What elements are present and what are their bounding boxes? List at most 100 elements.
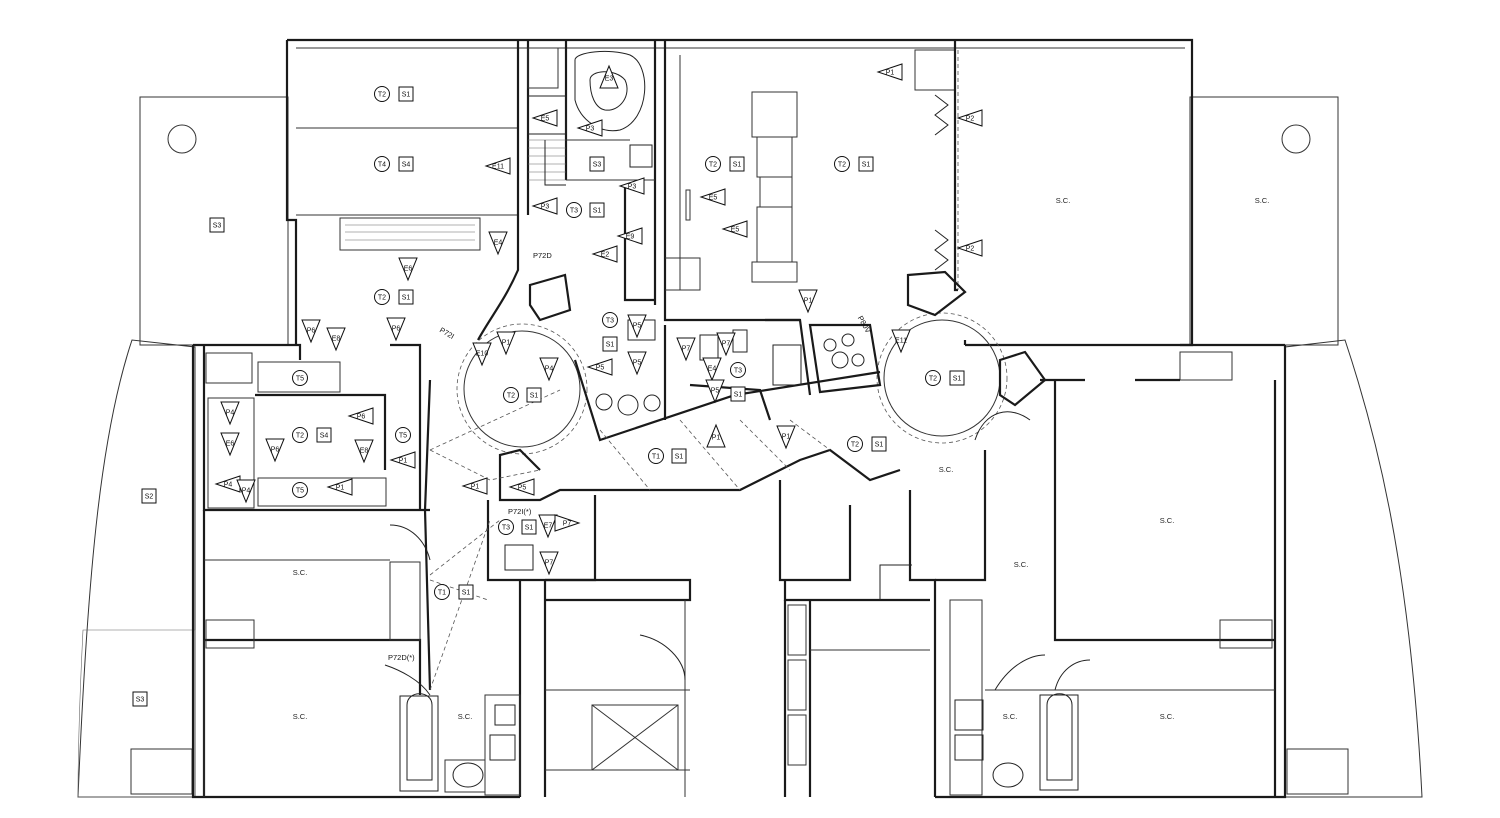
triangle-tag: E8	[354, 439, 374, 464]
door-tag: P72I	[438, 325, 456, 341]
square-tag-label: S4	[320, 433, 329, 440]
square-tag: S1	[729, 156, 745, 172]
circle-tag-label: T1	[438, 590, 446, 597]
square-tag: S4	[398, 156, 414, 172]
circle-tag: T1	[648, 448, 664, 464]
triangle-tag-label: E2	[601, 252, 610, 259]
central-corridor	[389, 343, 937, 797]
square-tag: S1	[858, 156, 874, 172]
triangle-tag-label: P5	[518, 485, 527, 492]
circle-tag: T5	[292, 370, 308, 386]
triangle-tag-label: E9	[626, 234, 635, 241]
triangle-tag: P6	[265, 438, 285, 463]
triangle-tag: P1	[706, 423, 726, 448]
triangle-tag: P5	[627, 351, 647, 376]
triangle-tag-label: E4	[708, 366, 717, 373]
triangle-tag-label: P1	[782, 434, 791, 441]
square-tag-label: S1	[593, 208, 602, 215]
triangle-tag-label: P4	[242, 488, 251, 495]
triangle-tag-label: P1	[471, 484, 480, 491]
triangle-tag-label: P5	[633, 323, 642, 330]
triangle-tag-label: E6	[226, 441, 235, 448]
triangle-tag-label: P5	[596, 365, 605, 372]
square-tag: S4	[316, 427, 332, 443]
triangle-tag-label: P1	[804, 298, 813, 305]
triangle-tag-label: E8	[332, 336, 341, 343]
circle-tag-label: T2	[296, 433, 304, 440]
circle-tag-label: T2	[838, 162, 846, 169]
square-tag-label: S1	[402, 295, 411, 302]
square-tag: S3	[132, 691, 148, 707]
triangle-tag-label: P4	[224, 482, 233, 489]
circle-tag-label: T3	[606, 318, 614, 325]
triangle-tag-label: P7	[722, 341, 731, 348]
square-tag-label: S1	[525, 525, 534, 532]
triangle-tag-label: E5	[709, 195, 718, 202]
triangle-tag: E11	[891, 329, 911, 354]
circle-tag: T3	[730, 362, 746, 378]
circle-tag-label: T2	[507, 393, 515, 400]
square-tag: S3	[209, 217, 225, 233]
square-tag: S1	[521, 519, 537, 535]
circle-tag-label: T5	[399, 433, 407, 440]
circle-tag: T2	[834, 156, 850, 172]
triangle-tag-label: E3	[605, 76, 614, 83]
circle-tag-label: T1	[652, 454, 660, 461]
square-tag-label: S3	[213, 223, 222, 230]
triangle-tag-label: E8	[360, 448, 369, 455]
triangle-tag-label: E7	[544, 523, 553, 530]
triangle-tag: E2	[591, 245, 618, 263]
triangle-tag: P2	[956, 109, 983, 127]
triangle-tag-label: P6	[307, 328, 316, 335]
triangle-tag-label: E11	[492, 164, 504, 171]
square-tag: S1	[526, 387, 542, 403]
triangle-tag-label: E11	[895, 338, 907, 345]
triangle-tag: P1	[876, 63, 903, 81]
circle-tag: T2	[374, 289, 390, 305]
triangle-tag-label: P7	[545, 560, 554, 567]
left-terrace	[77, 96, 289, 798]
square-tag-label: S3	[593, 162, 602, 169]
square-tag: S1	[671, 448, 687, 464]
circle-tag: T2	[847, 436, 863, 452]
square-tag-label: S1	[734, 392, 743, 399]
triangle-tag: P4	[236, 479, 256, 504]
bath-clusters	[504, 318, 882, 571]
upper-right-living	[663, 40, 1194, 347]
triangle-tag: P3	[576, 119, 603, 137]
room-label: S.C.	[1003, 712, 1018, 721]
triangle-tag-label: E5	[541, 116, 550, 123]
circle-tag: T2	[292, 427, 308, 443]
triangle-tag: E7	[538, 514, 558, 539]
triangle-tag: P1	[389, 451, 416, 469]
triangle-tag: P1	[461, 477, 488, 495]
circle-tag: T4	[374, 156, 390, 172]
circle-tag: T2	[705, 156, 721, 172]
circle-tag-label: T5	[296, 376, 304, 383]
square-tag: S1	[458, 584, 474, 600]
triangle-tag-label: P1	[502, 340, 511, 347]
triangle-tag: P1	[496, 331, 516, 356]
triangle-tag: P7	[676, 337, 696, 362]
triangle-tag: E4	[488, 231, 508, 256]
square-tag-label: S2	[145, 494, 154, 501]
square-tag: S1	[398, 289, 414, 305]
triangle-tag: P7	[554, 514, 581, 532]
circle-tag: T2	[503, 387, 519, 403]
triangle-tag: E9	[616, 227, 643, 245]
triangle-tag-label: P3	[586, 126, 595, 133]
circle-tag: T3	[566, 202, 582, 218]
door-tag: P72D	[533, 251, 552, 260]
triangle-tag: P1	[326, 478, 353, 496]
room-label: S.C.	[1014, 560, 1029, 569]
bathroom-upper	[527, 40, 657, 341]
triangle-tag: E6	[220, 432, 240, 457]
circle-tag: T2	[374, 86, 390, 102]
triangle-tag-label: P7	[563, 521, 572, 528]
triangle-tag-label: P5	[711, 388, 720, 395]
triangle-tag: E10	[472, 342, 492, 367]
circle-tag-label: T2	[709, 162, 717, 169]
triangle-tag: P6	[386, 317, 406, 342]
